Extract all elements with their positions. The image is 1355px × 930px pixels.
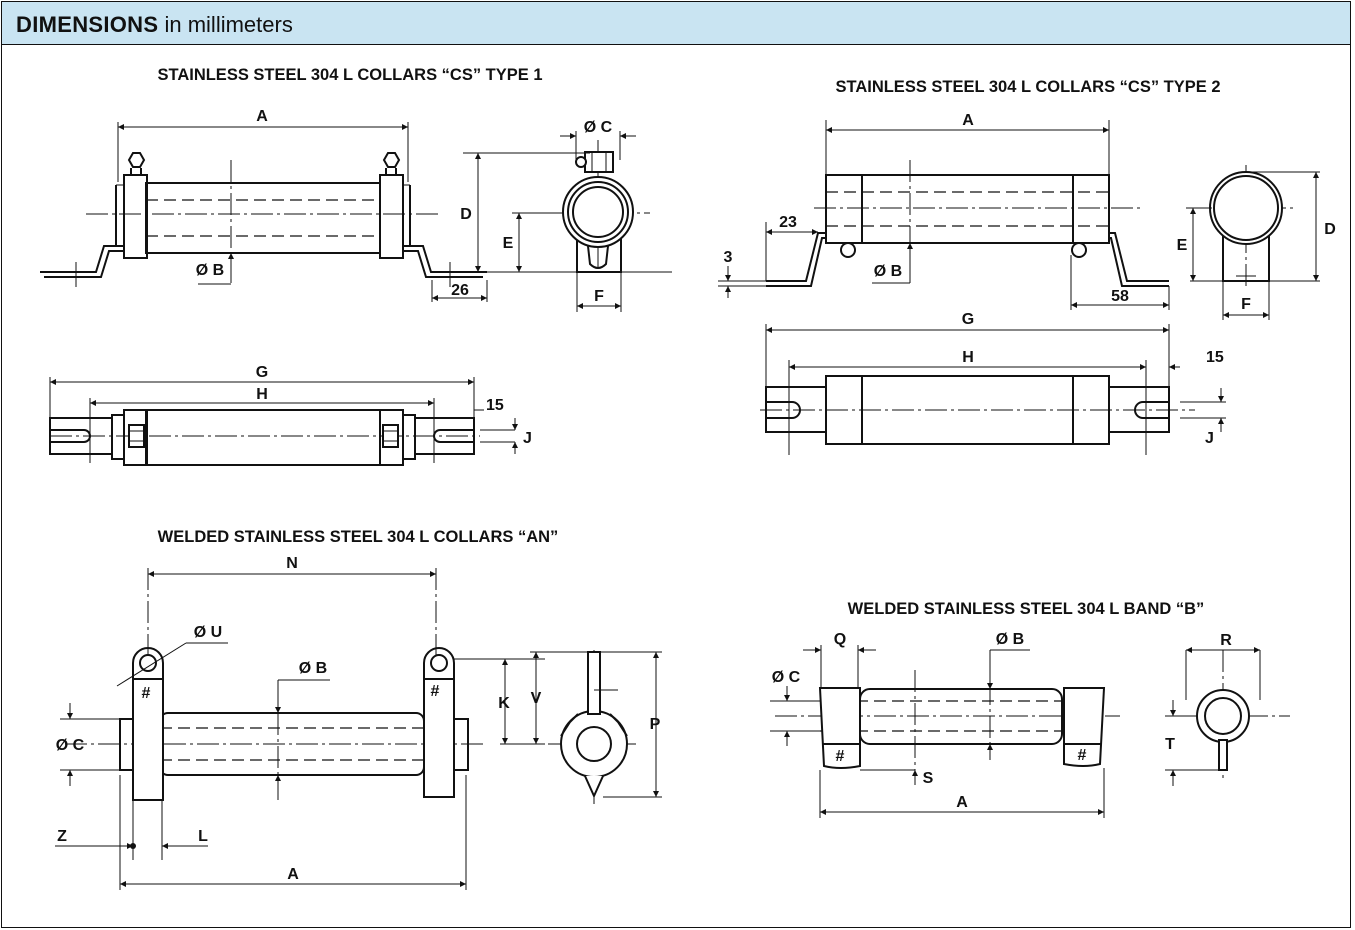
cs1-label-15: 15	[486, 397, 504, 414]
cs2-label-3: 3	[724, 249, 733, 266]
cs1-label-26: 26	[451, 282, 469, 299]
cs2-label-58: 58	[1111, 288, 1129, 305]
cs1-section: STAINLESS STEEL 304 L COLLARS “CS” TYPE …	[40, 66, 672, 466]
cs1-label-j: J	[523, 430, 532, 447]
cs2-label-h: H	[962, 349, 974, 366]
cs1-label-d: D	[460, 206, 472, 223]
an-label-l: L	[198, 828, 208, 845]
an-label-p: P	[650, 716, 661, 733]
an-label-a: A	[287, 866, 299, 883]
cs1-label-h: H	[256, 386, 268, 403]
cs1-front-view: A Ø B 26	[40, 108, 488, 302]
an-label-ou: Ø U	[194, 624, 222, 641]
an-weld-mark-left: #	[142, 685, 151, 702]
header-title-unit: in millimeters	[164, 12, 293, 37]
an-weld-mark-right: #	[431, 683, 440, 700]
an-label-n: N	[286, 555, 298, 572]
cs1-label-f: F	[594, 288, 604, 305]
band-label-ob: Ø B	[996, 631, 1024, 648]
an-label-v: V	[531, 690, 542, 707]
band-label-oc: Ø C	[772, 669, 801, 686]
cs2-top-view: G H 15 J	[760, 311, 1226, 455]
an-section: WELDED STAINLESS STEEL 304 L COLLARS “AN…	[55, 528, 662, 890]
cs1-top-view: G H 15 J	[49, 364, 532, 466]
an-label-z: Z	[57, 828, 67, 845]
band-label-a: A	[956, 794, 968, 811]
band-label-s: S	[923, 770, 934, 787]
an-label-k: K	[498, 695, 510, 712]
band-front-view: # # Q Ø B Ø C S	[770, 631, 1120, 818]
cs2-label-d: D	[1324, 221, 1336, 238]
cs1-title: STAINLESS STEEL 304 L COLLARS “CS” TYPE …	[157, 66, 542, 84]
cs1-label-oc: Ø C	[584, 119, 613, 136]
band-label-q: Q	[834, 631, 846, 648]
cs1-side-view: Ø C D E F	[460, 119, 672, 312]
band-side-view: R T	[1165, 632, 1290, 786]
cs2-front-view: A Ø B 23 3 58	[718, 112, 1170, 310]
band-weld-mark-right: #	[1078, 747, 1087, 764]
cs2-label-g: G	[962, 311, 974, 328]
cs2-label-e: E	[1177, 237, 1188, 254]
an-title: WELDED STAINLESS STEEL 304 L COLLARS “AN…	[158, 528, 559, 546]
band-label-t: T	[1165, 736, 1175, 753]
band-label-r: R	[1220, 632, 1232, 649]
an-front-view: # # N Ø U Ø B Ø C	[55, 555, 485, 890]
cs2-label-23: 23	[779, 214, 797, 231]
an-label-ob: Ø B	[299, 660, 327, 677]
cs1-label-e: E	[503, 235, 514, 252]
band-section: WELDED STAINLESS STEEL 304 L BAND “B” # …	[770, 600, 1290, 818]
cs1-label-g: G	[256, 364, 268, 381]
header-bar: DIMENSIONS in millimeters	[1, 1, 1351, 45]
cs1-label-a: A	[256, 108, 268, 125]
cs2-title: STAINLESS STEEL 304 L COLLARS “CS” TYPE …	[835, 78, 1220, 96]
band-weld-mark-left: #	[836, 748, 845, 765]
cs2-label-ob: Ø B	[874, 263, 902, 280]
header-title: DIMENSIONS in millimeters	[16, 12, 293, 38]
cs2-label-f: F	[1241, 296, 1251, 313]
header-title-bold: DIMENSIONS	[16, 12, 159, 37]
cs2-label-j: J	[1205, 430, 1214, 447]
cs2-section: STAINLESS STEEL 304 L COLLARS “CS” TYPE …	[718, 78, 1336, 455]
cs2-label-15: 15	[1206, 349, 1224, 366]
an-side-view: K V P	[454, 650, 662, 805]
cs2-label-a: A	[962, 112, 974, 129]
cs2-side-view: D E F	[1177, 165, 1336, 320]
band-title: WELDED STAINLESS STEEL 304 L BAND “B”	[848, 600, 1205, 618]
cs1-label-ob: Ø B	[196, 262, 224, 279]
an-label-oc: Ø C	[56, 737, 85, 754]
